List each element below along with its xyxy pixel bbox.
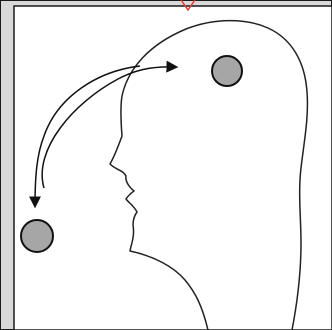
upper-dot: [212, 56, 242, 86]
lower-dot: [21, 220, 53, 252]
inner-panel: [14, 6, 332, 330]
